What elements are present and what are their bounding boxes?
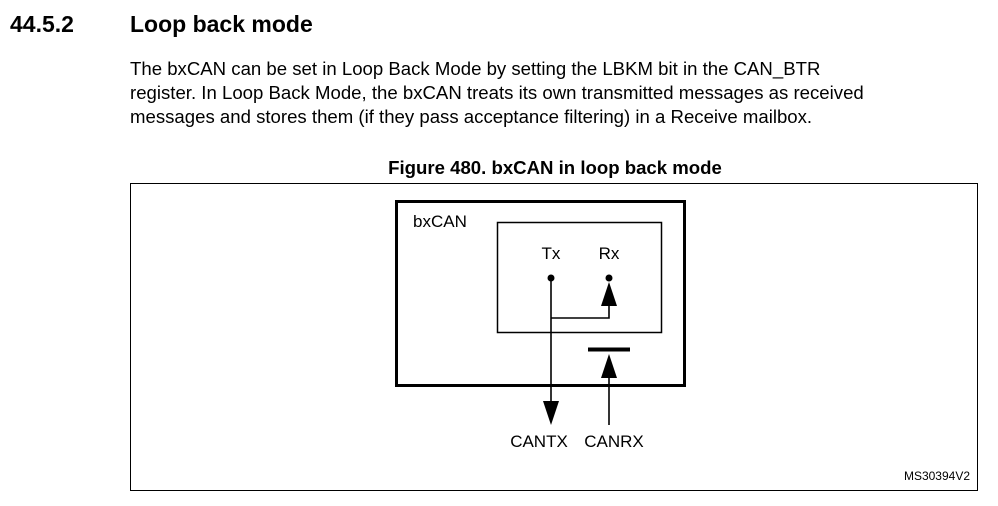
bxcan-label: bxCAN [413, 212, 467, 231]
body-paragraph: The bxCAN can be set in Loop Back Mode b… [130, 57, 980, 129]
figure-caption: Figure 480. bxCAN in loop back mode [388, 157, 722, 178]
paragraph-line-3: messages and stores them (if they pass a… [130, 106, 813, 127]
section-title: Loop back mode [130, 11, 313, 37]
rx-label: Rx [599, 244, 620, 263]
loopback-line [551, 300, 610, 319]
cantx-label: CANTX [510, 432, 568, 451]
inner-box [496, 221, 663, 334]
paragraph-line-2: register. In Loop Back Mode, the bxCAN t… [130, 82, 864, 103]
canrx-arrowhead [601, 354, 617, 378]
figure-reference-code: MS30394V2 [904, 469, 970, 483]
bxcan-block [395, 200, 686, 387]
section-number: 44.5.2 [10, 11, 74, 37]
rx-dot [605, 274, 613, 282]
cantx-arrowhead [543, 401, 559, 425]
tx-label: Tx [542, 244, 561, 263]
canrx-label: CANRX [584, 432, 644, 451]
figure-frame [130, 183, 978, 491]
rx-arrowhead [601, 282, 617, 306]
paragraph-line-1: The bxCAN can be set in Loop Back Mode b… [130, 58, 821, 79]
